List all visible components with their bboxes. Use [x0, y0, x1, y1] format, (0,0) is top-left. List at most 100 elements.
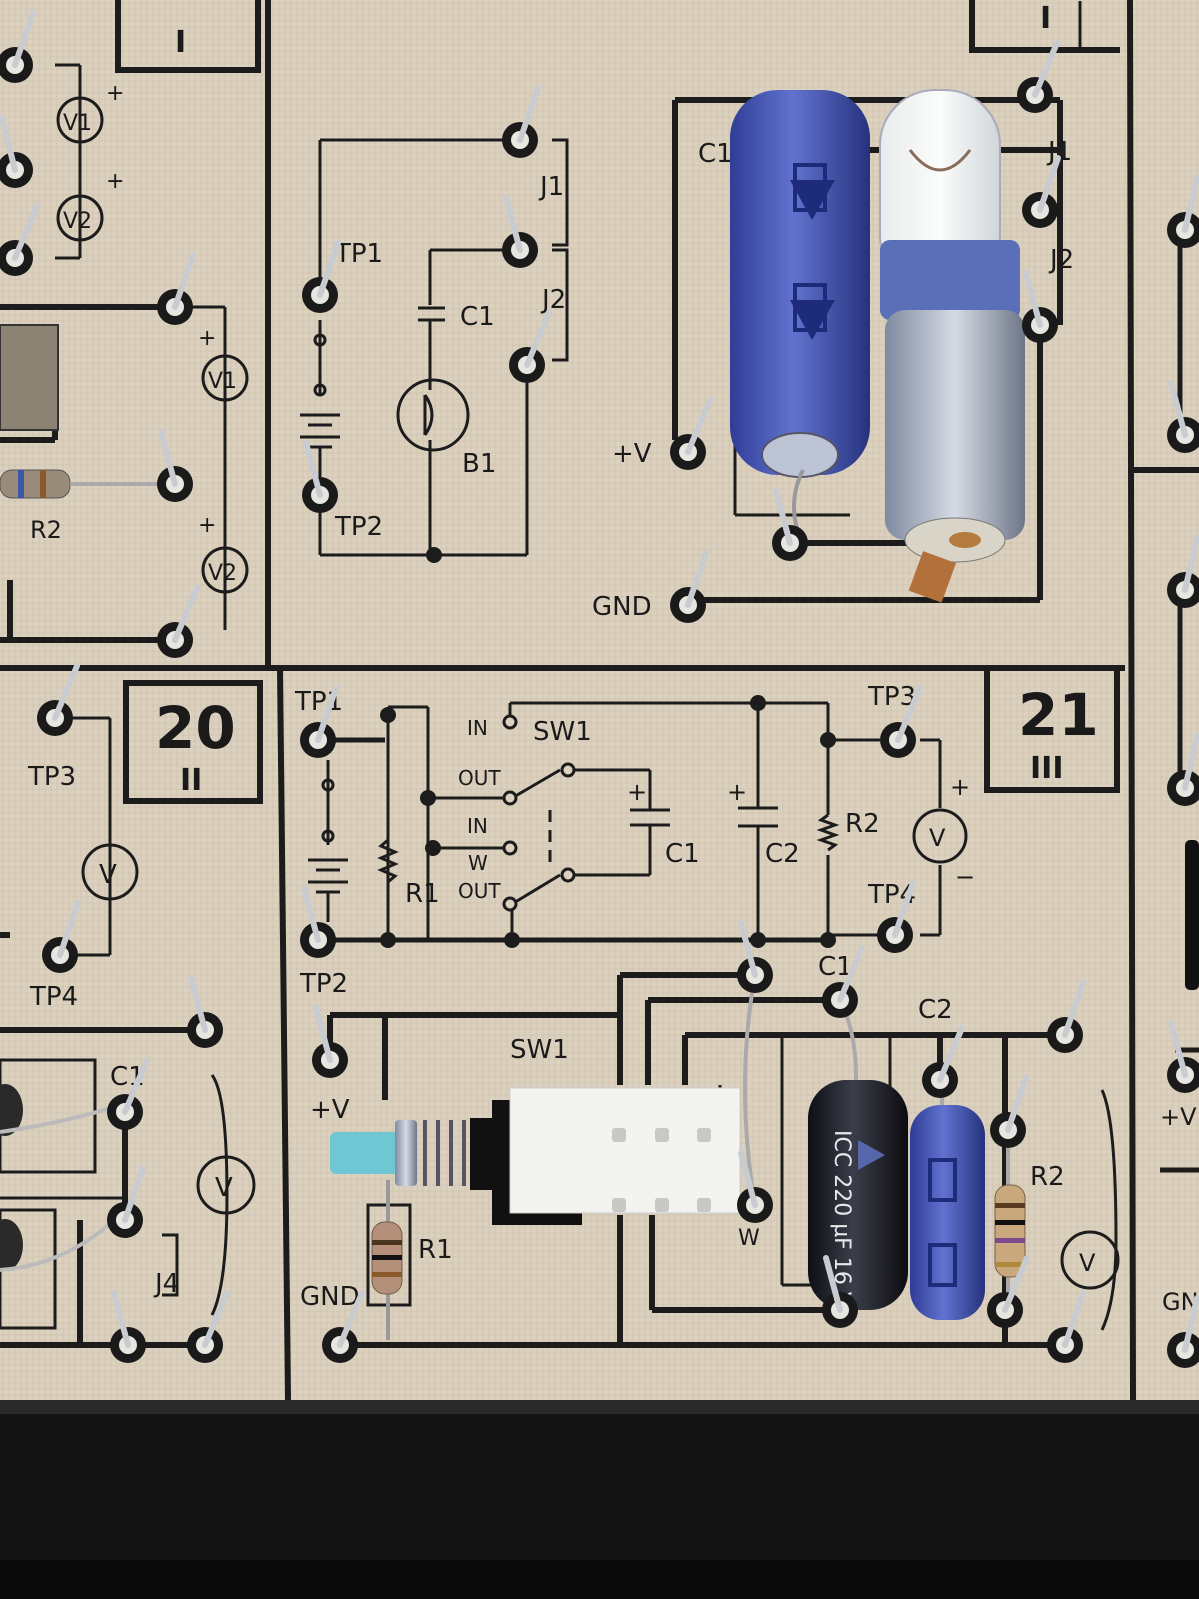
tm-b1-label: B1	[462, 449, 496, 479]
b21-r2-label: R2	[1030, 1162, 1065, 1192]
terminal-post	[42, 900, 81, 973]
capacitor-blue-large	[730, 90, 870, 533]
b21-v-label: V	[1079, 1249, 1096, 1277]
terminal-post	[110, 1290, 146, 1363]
terminal-post	[1167, 535, 1199, 608]
top-right-panel-numeral: I	[1040, 1, 1051, 36]
terminal-post	[737, 920, 773, 993]
tm-tp2-label: TP2	[334, 512, 383, 542]
terminal-post	[107, 1165, 146, 1238]
tr-c1-label: C1	[698, 139, 733, 169]
resistor-r1	[371, 1180, 403, 1340]
tl-r2-label: R2	[30, 516, 62, 544]
s21-c2-plus: +	[727, 778, 747, 806]
terminal-post	[509, 310, 552, 383]
tm-c1-label: C1	[460, 302, 495, 332]
capacitor-blue-small	[910, 1080, 985, 1320]
terminal-post	[1047, 980, 1086, 1053]
terminal-post	[37, 663, 80, 736]
terminal-post	[880, 685, 923, 758]
terminal-post	[822, 945, 865, 1018]
terminal-post	[157, 429, 193, 502]
s21-c1-plus: +	[627, 778, 647, 806]
ml-v2-label: V	[215, 1173, 233, 1203]
b21-r1-label: R1	[418, 1235, 453, 1265]
tl-v2b-label: V2	[208, 561, 237, 586]
panel-21-number: 21	[1018, 681, 1099, 749]
terminal-post	[1022, 155, 1061, 228]
tr-plus-v-label: +V	[612, 439, 652, 469]
panel-dividers	[0, 0, 1199, 1401]
b21-plus-v-label: +V	[310, 1095, 350, 1125]
terminal-post	[312, 1005, 348, 1078]
terminal-post	[157, 585, 200, 658]
capacitor-black-220uf: ICC 220 µF 16 V	[808, 1080, 908, 1310]
terminal-post	[187, 1290, 230, 1363]
terminal-post	[1167, 175, 1199, 248]
tl-v1b-label: V1	[208, 369, 237, 394]
terminal-post	[1167, 380, 1199, 453]
terminal-post	[300, 885, 336, 958]
terminal-post	[1047, 1290, 1086, 1363]
terminal-post	[0, 115, 33, 188]
s21-sw1-label: SW1	[533, 717, 592, 747]
terminal-post	[922, 1025, 965, 1098]
panel-20-number: 20	[155, 694, 236, 762]
s21-tp2-label: TP2	[299, 969, 348, 999]
ml-tp4-label: TP4	[29, 982, 78, 1012]
ml-j4-label: J4	[153, 1269, 179, 1299]
panel-21-numeral: III	[1030, 751, 1064, 786]
tl-plus-2: +	[106, 169, 124, 194]
terminal-post	[107, 1057, 150, 1130]
s21-in1-label: IN	[467, 716, 488, 740]
push-switch-sw1	[330, 1087, 741, 1225]
terminal-post	[1167, 1020, 1199, 1093]
tl-v1-label: V1	[63, 111, 92, 136]
light-bulb	[879, 89, 1025, 603]
terminal-post	[302, 240, 341, 313]
terminal-post	[987, 1255, 1030, 1328]
terminal-post	[1017, 40, 1060, 113]
terminal-post	[737, 1150, 773, 1223]
b21-w-label: W	[738, 1226, 760, 1251]
s21-v-plus: +	[950, 773, 970, 801]
terminal-post	[1167, 733, 1199, 806]
panel-20-numeral: II	[180, 763, 202, 798]
terminal-pins	[0, 10, 1199, 1368]
resistor-r2-top-left	[0, 469, 71, 499]
s21-v-label: V	[929, 824, 946, 852]
tr-gnd-label: GND	[592, 592, 652, 622]
tl-v2-label: V2	[63, 209, 92, 234]
terminal-post	[772, 488, 808, 561]
s21-r2-label: R2	[845, 809, 880, 839]
terminal-post	[300, 685, 339, 758]
s21-out2-label: OUT	[458, 879, 501, 903]
s21-tp3-label: TP3	[867, 682, 916, 712]
terminal-post	[822, 1255, 858, 1328]
terminal-post	[0, 203, 40, 276]
terminal-post	[1022, 270, 1058, 343]
ml-v-label: V	[99, 860, 117, 890]
terminal-post	[157, 252, 196, 325]
resistor-r2	[994, 1130, 1026, 1310]
terminal-post	[990, 1075, 1029, 1148]
terminal-post	[187, 975, 223, 1048]
s21-w-label: W	[468, 851, 488, 875]
top-left-panel-numeral: I	[175, 25, 186, 60]
tr-j2-label: J2	[1048, 245, 1074, 275]
s21-c2-label: C2	[765, 839, 800, 869]
tl-plus-1: +	[106, 81, 124, 106]
ml-tp3-label: TP3	[27, 762, 76, 792]
terminal-post	[302, 440, 338, 513]
tm-j1-label: J1	[538, 172, 564, 202]
s21-r1-label: R1	[405, 879, 440, 909]
terminal-post	[670, 550, 709, 623]
tm-j2-label: J2	[540, 285, 566, 315]
terminal-post	[670, 397, 713, 470]
tl-plus-4: +	[198, 513, 216, 538]
tm-tp1-label: TP1	[334, 239, 383, 269]
terminal-post	[0, 10, 36, 83]
s21-v-minus: −	[955, 863, 975, 891]
